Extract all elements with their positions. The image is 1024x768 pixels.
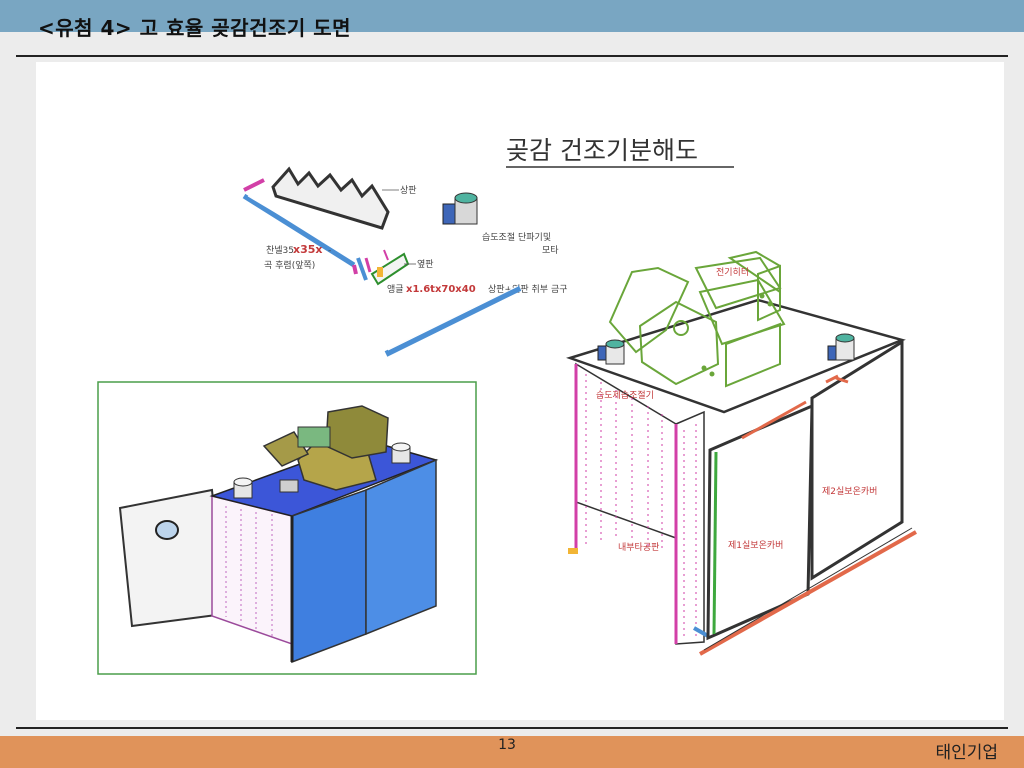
top-plate-part <box>271 166 390 230</box>
label-heater: 전기히터 <box>716 267 749 278</box>
label-cover-1: 제1실보온카버 <box>728 540 783 551</box>
angle-rail-part <box>384 285 522 357</box>
label-humidity-controller: 습도제습조절기 <box>596 389 654 401</box>
label-channel-tail: - <box>328 246 331 256</box>
header-bar <box>0 0 1024 32</box>
rendered-dryer <box>118 405 439 664</box>
label-fan-motor-line2: 모타 <box>542 245 559 256</box>
title-divider <box>16 55 1008 57</box>
label-bracket: 상판+옆판 취부 금구 <box>488 284 568 295</box>
drawing-title: 곶감 건조기분해도 <box>506 136 698 165</box>
drawing-panel: 곶감 건조기분해도 상판 찬넬35 x35x - 곡 후렴(앞쪽) 옆판 앵글 … <box>36 62 1004 720</box>
channel-rails <box>242 178 372 281</box>
footer-divider <box>16 727 1008 729</box>
page-number: 13 <box>498 737 516 753</box>
footer-bar <box>0 736 1024 768</box>
slide-title: <유첨 4> 고 효율 곶감건조기 도면 <box>38 16 352 40</box>
label-inner-panel: 내부타공판 <box>618 542 659 553</box>
door-panel <box>118 488 226 628</box>
label-channel-dim: x35x <box>293 243 323 256</box>
fan-motor-part <box>442 192 478 225</box>
label-cover-2: 제2실보온카버 <box>822 486 877 497</box>
exploded-view-drawing: 곶감 건조기분해도 상판 찬넬35 x35x - 곡 후렴(앞쪽) 옆판 앵글 … <box>97 136 917 675</box>
label-channel: 찬넬35 <box>266 244 294 256</box>
label-bend-rear: 곡 후렴(앞쪽) <box>264 259 315 271</box>
label-top-plate: 상판 <box>400 185 417 196</box>
label-angle-dim: x1.6tx70x40 <box>406 284 476 295</box>
label-angle: 앵글 <box>387 284 404 295</box>
side-plate-part <box>370 249 410 286</box>
exploded-assembly <box>566 250 917 656</box>
company-name: 태인기업 <box>935 743 998 763</box>
label-side-plate: 옆판 <box>417 259 434 270</box>
door-window <box>155 520 179 540</box>
label-fan-motor-line1: 습도조절 단파기및 <box>482 231 551 243</box>
